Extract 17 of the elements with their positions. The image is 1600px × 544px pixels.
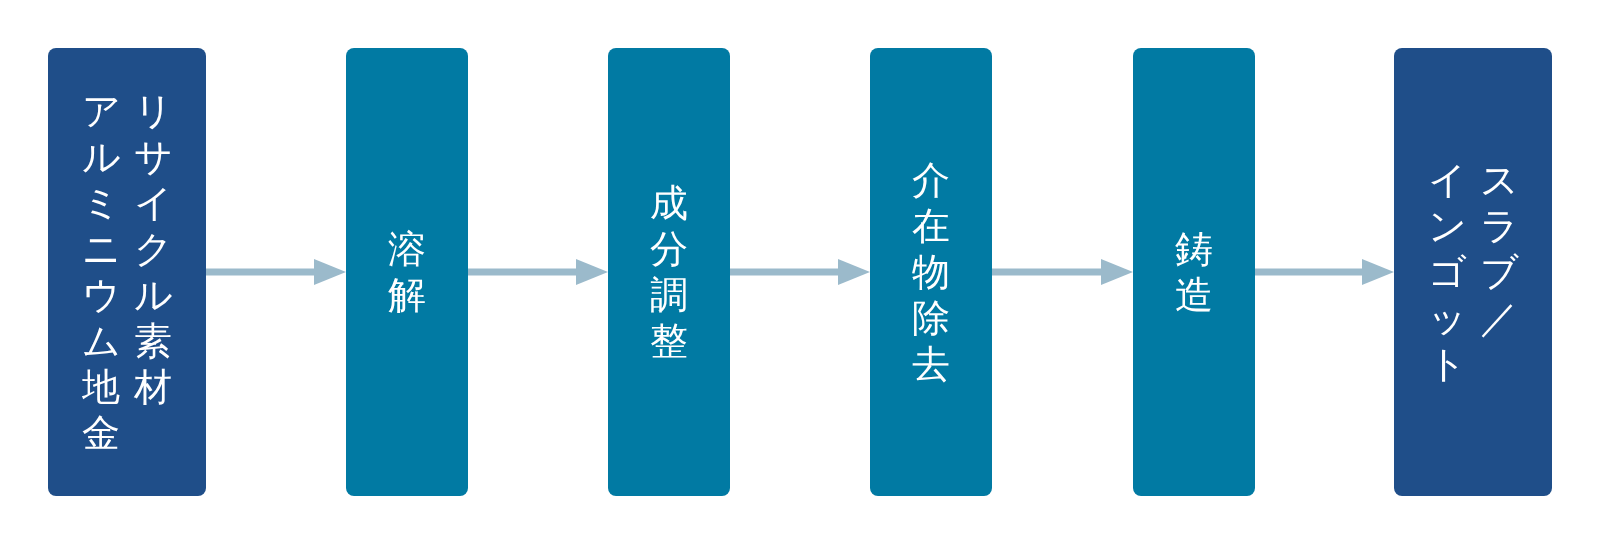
arrow (468, 259, 608, 285)
arrow (206, 259, 346, 285)
process-box (346, 48, 468, 496)
process-box (48, 48, 206, 496)
step-label: スラブ／インゴット (1426, 157, 1520, 387)
process-box (1394, 48, 1552, 496)
process-box (1133, 48, 1255, 496)
process-box (870, 48, 992, 496)
step-label: 成分調整 (649, 180, 689, 364)
process-box (608, 48, 730, 496)
arrow (730, 259, 870, 285)
step-label: リサイクル素材アルミニウム地金 (80, 88, 174, 456)
arrow (992, 259, 1133, 285)
step-label: 介在物除去 (911, 157, 951, 387)
step-label: 溶解 (387, 226, 427, 318)
step-label: 鋳造 (1174, 226, 1214, 318)
arrow (1255, 259, 1394, 285)
